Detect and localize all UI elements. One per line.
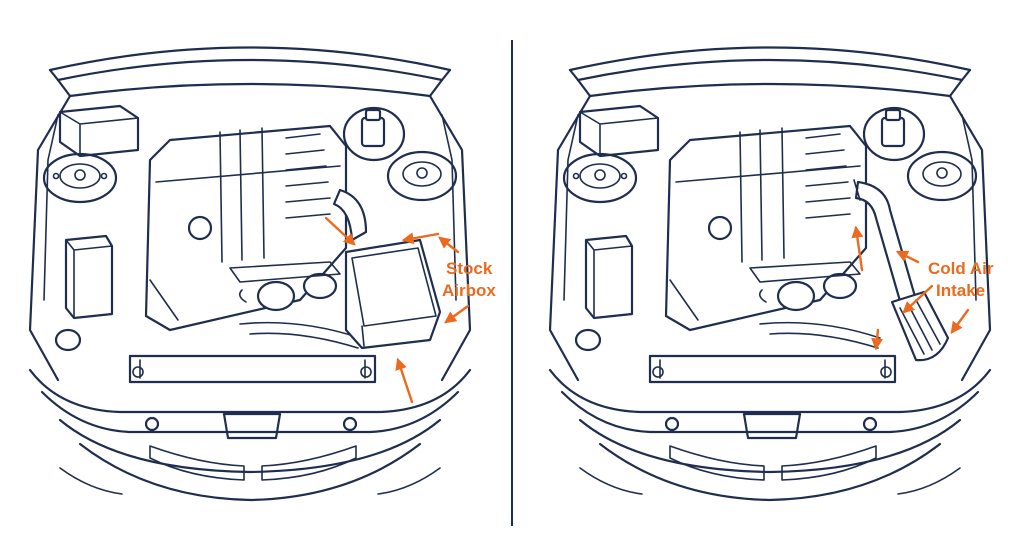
arrow-cai-flow-3	[876, 330, 878, 348]
stock-airbox-label-2: Airbox	[442, 281, 496, 300]
arrow-label-pointer-2	[446, 306, 468, 322]
arrow-label-pointer-1	[440, 238, 458, 252]
stock-airbox-label: Stock	[446, 259, 493, 278]
arrow-airflow-2	[404, 234, 438, 240]
cold-air-intake-label-2: Intake	[936, 281, 985, 300]
cold-air-intake-engine-bay: Cold Air Intake	[550, 48, 994, 501]
arrow-airflow-3	[398, 360, 412, 402]
cold-air-intake-label: Cold Air	[928, 259, 994, 278]
arrow-cai-flow-2	[952, 310, 968, 332]
stock-engine-bay: Stock Airbox	[30, 48, 496, 501]
